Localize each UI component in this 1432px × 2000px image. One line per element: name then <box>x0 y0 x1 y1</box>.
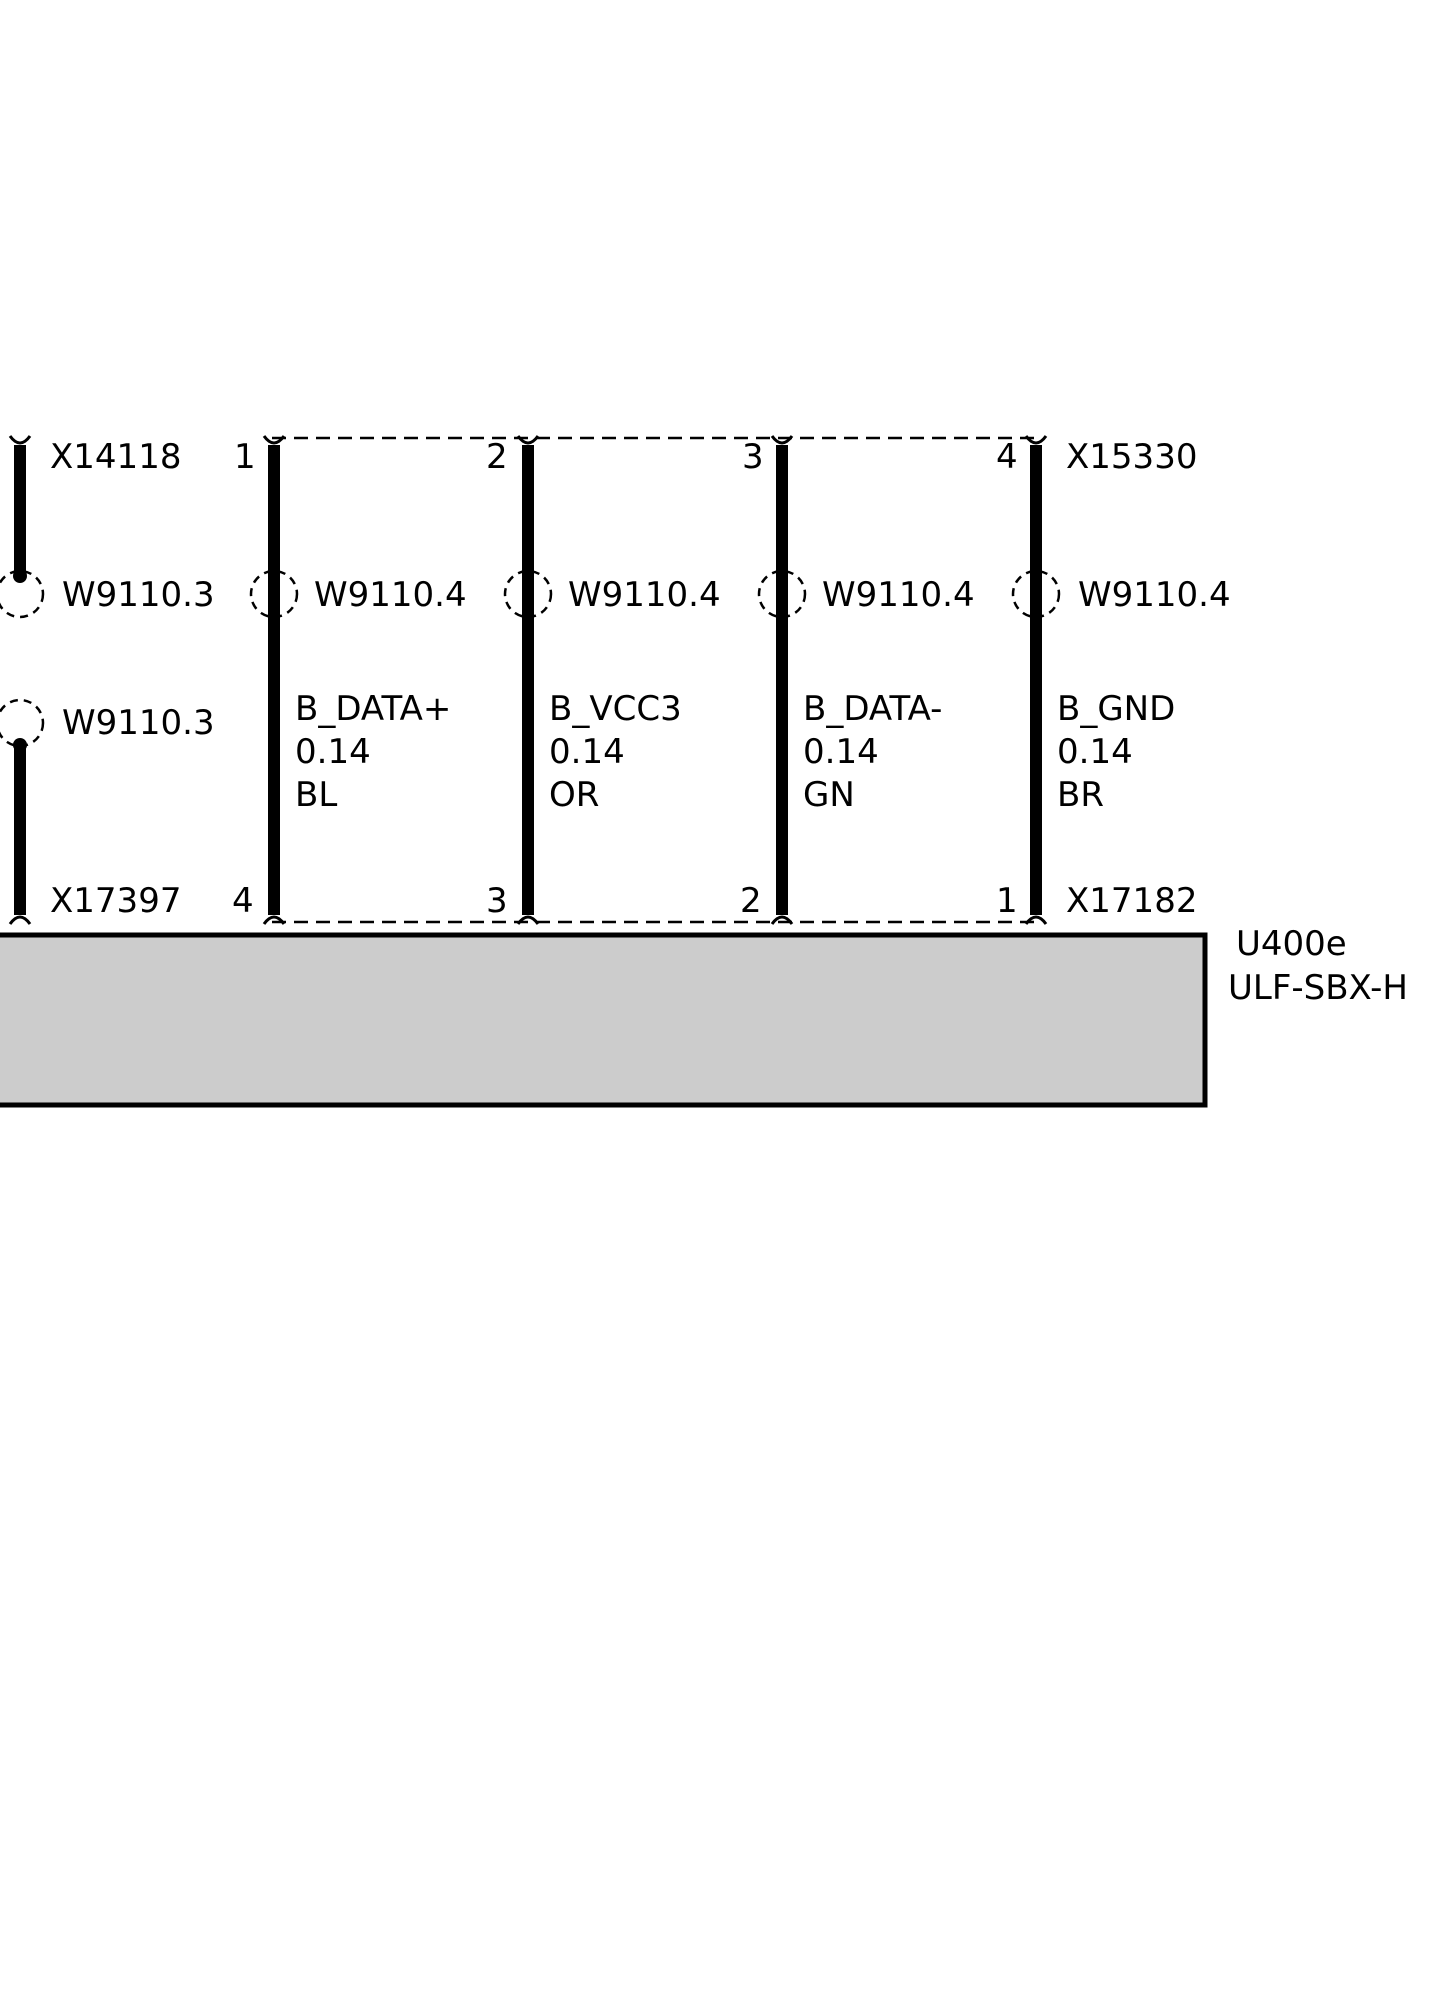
wire-color: GN <box>803 775 855 815</box>
wire-b-data-minus <box>757 435 807 925</box>
pin-bottom-icon <box>8 915 32 925</box>
wire-size: 0.14 <box>1057 732 1133 772</box>
module-block <box>0 932 1208 1108</box>
pin-bottom-icon <box>770 915 794 925</box>
top-pin-number: 2 <box>486 437 508 477</box>
pin-top-icon <box>516 435 540 445</box>
pin-bottom-icon <box>262 915 286 925</box>
top-pin-number: 1 <box>234 437 256 477</box>
pin-top-icon <box>770 435 794 445</box>
pin-bottom-icon <box>516 915 540 925</box>
shield-icon <box>0 569 45 619</box>
shield-icon <box>0 698 45 748</box>
pin-top-icon <box>262 435 286 445</box>
wire-color: BL <box>295 775 337 815</box>
wire-color: OR <box>549 775 599 815</box>
connector-label-x14118: X14118 <box>50 437 181 477</box>
connector-label-x17182: X17182 <box>1066 881 1197 921</box>
wire-b-vcc3 <box>503 435 553 925</box>
connector-label-x15330: X15330 <box>1066 437 1197 477</box>
bottom-pin-number: 3 <box>486 881 508 921</box>
shield-icon <box>757 569 807 619</box>
top-pin-number: 4 <box>996 437 1018 477</box>
module-name: ULF-SBX-H <box>1228 968 1408 1008</box>
bottom-pin-number: 1 <box>996 881 1018 921</box>
left-wire <box>0 435 45 925</box>
connector-label-x17397: X17397 <box>50 881 181 921</box>
pin-top-icon <box>1024 435 1048 445</box>
shield-label-lower: W9110.3 <box>62 703 215 743</box>
shield-label: W9110.4 <box>822 575 975 615</box>
wire-size: 0.14 <box>549 732 625 772</box>
signal-name: B_GND <box>1057 689 1175 729</box>
wire-b-gnd <box>1011 435 1061 925</box>
shield-icon <box>249 569 299 619</box>
wire-size: 0.14 <box>803 732 879 772</box>
signal-name: B_DATA+ <box>295 689 451 729</box>
shield-icon <box>1011 569 1061 619</box>
wire-size: 0.14 <box>295 732 371 772</box>
signal-name: B_VCC3 <box>549 689 682 729</box>
shield-label: W9110.4 <box>568 575 721 615</box>
pin-top-icon <box>8 435 32 445</box>
top-pin-number: 3 <box>742 437 764 477</box>
shield-label: W9110.4 <box>314 575 467 615</box>
wire-b-data-plus <box>249 435 299 925</box>
bottom-pin-number: 4 <box>232 881 254 921</box>
shield-label: W9110.4 <box>1078 575 1231 615</box>
signal-name: B_DATA- <box>803 689 942 729</box>
wire-color: BR <box>1057 775 1104 815</box>
pin-bottom-icon <box>1024 915 1048 925</box>
shield-icon <box>503 569 553 619</box>
shield-label-upper: W9110.3 <box>62 575 215 615</box>
bottom-pin-number: 2 <box>740 881 762 921</box>
module-id: U400e <box>1236 924 1347 964</box>
